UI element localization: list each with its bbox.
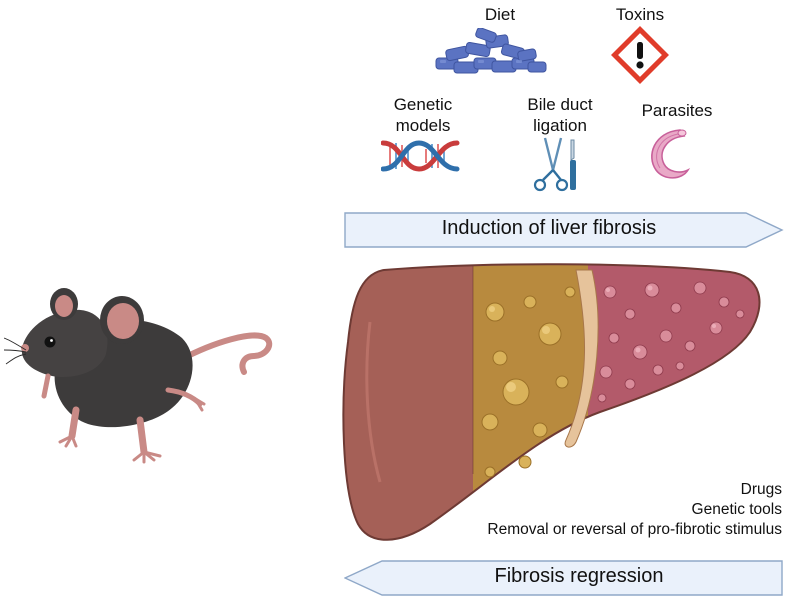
parasites-label: Parasites [641,101,713,120]
dna-helix-icon [381,137,463,175]
genetic-models-line1: Genetic [393,95,453,114]
induction-arrow: Induction of liver fibrosis [344,212,784,248]
toxins-label: Toxins [615,5,665,24]
treatments-list: Drugs Genetic tools Removal or reversal … [400,480,782,540]
mouse-illustration [4,286,276,468]
treatment-genetic-tools: Genetic tools [691,501,782,518]
liver-illustration [340,262,770,552]
hazard-diamond-icon [611,26,669,84]
parasite-worm-icon [644,126,696,184]
induction-arrow-label: Induction of liver fibrosis [441,217,657,239]
genetic-models-label: Genetic models [378,94,468,136]
diet-label: Diet [484,5,516,24]
treatment-removal: Removal or reversal of pro-fibrotic stim… [487,521,782,538]
regression-arrow: Fibrosis regression [344,560,784,596]
bile-duct-ligation-label: Bile duct ligation [510,94,610,136]
bile-duct-line2: ligation [533,116,587,135]
regression-arrow-label: Fibrosis regression [494,565,664,587]
surgical-tools-icon [531,136,581,192]
diet-pellets-icon [432,28,548,76]
bile-duct-line1: Bile duct [527,95,593,114]
treatment-drugs: Drugs [740,481,782,498]
genetic-models-line2: models [395,116,451,135]
